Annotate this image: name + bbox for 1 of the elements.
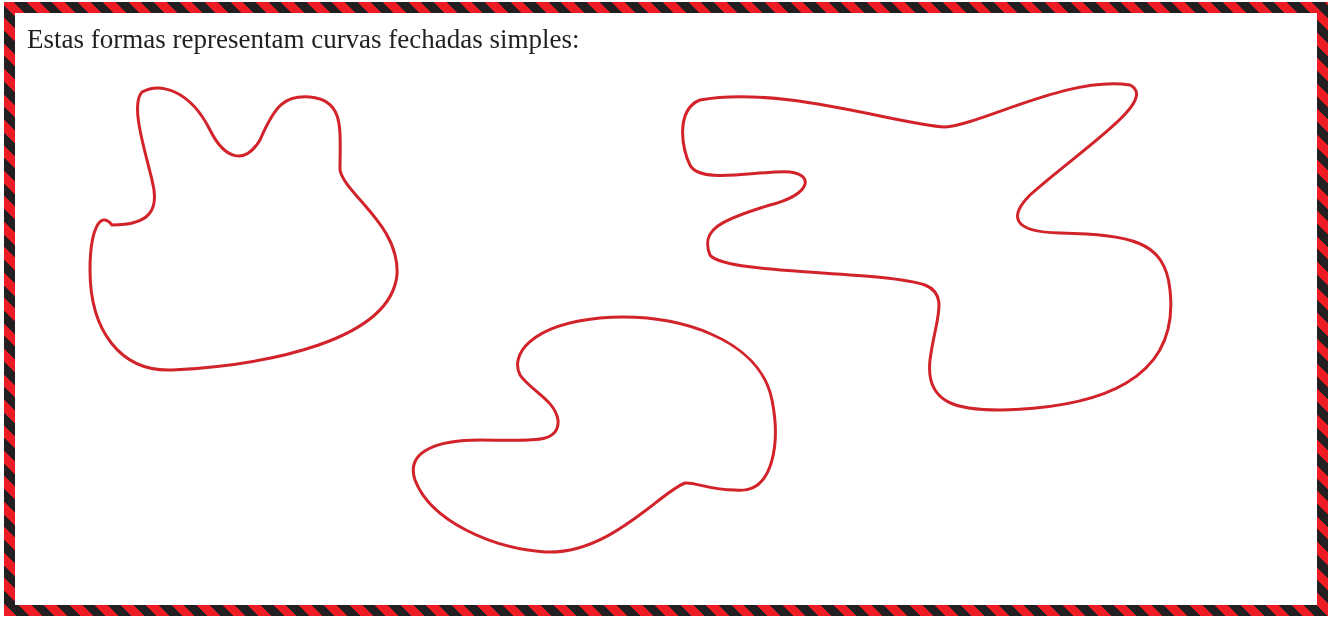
title: Estas formas representam curvas fechadas simples: [27,24,580,55]
